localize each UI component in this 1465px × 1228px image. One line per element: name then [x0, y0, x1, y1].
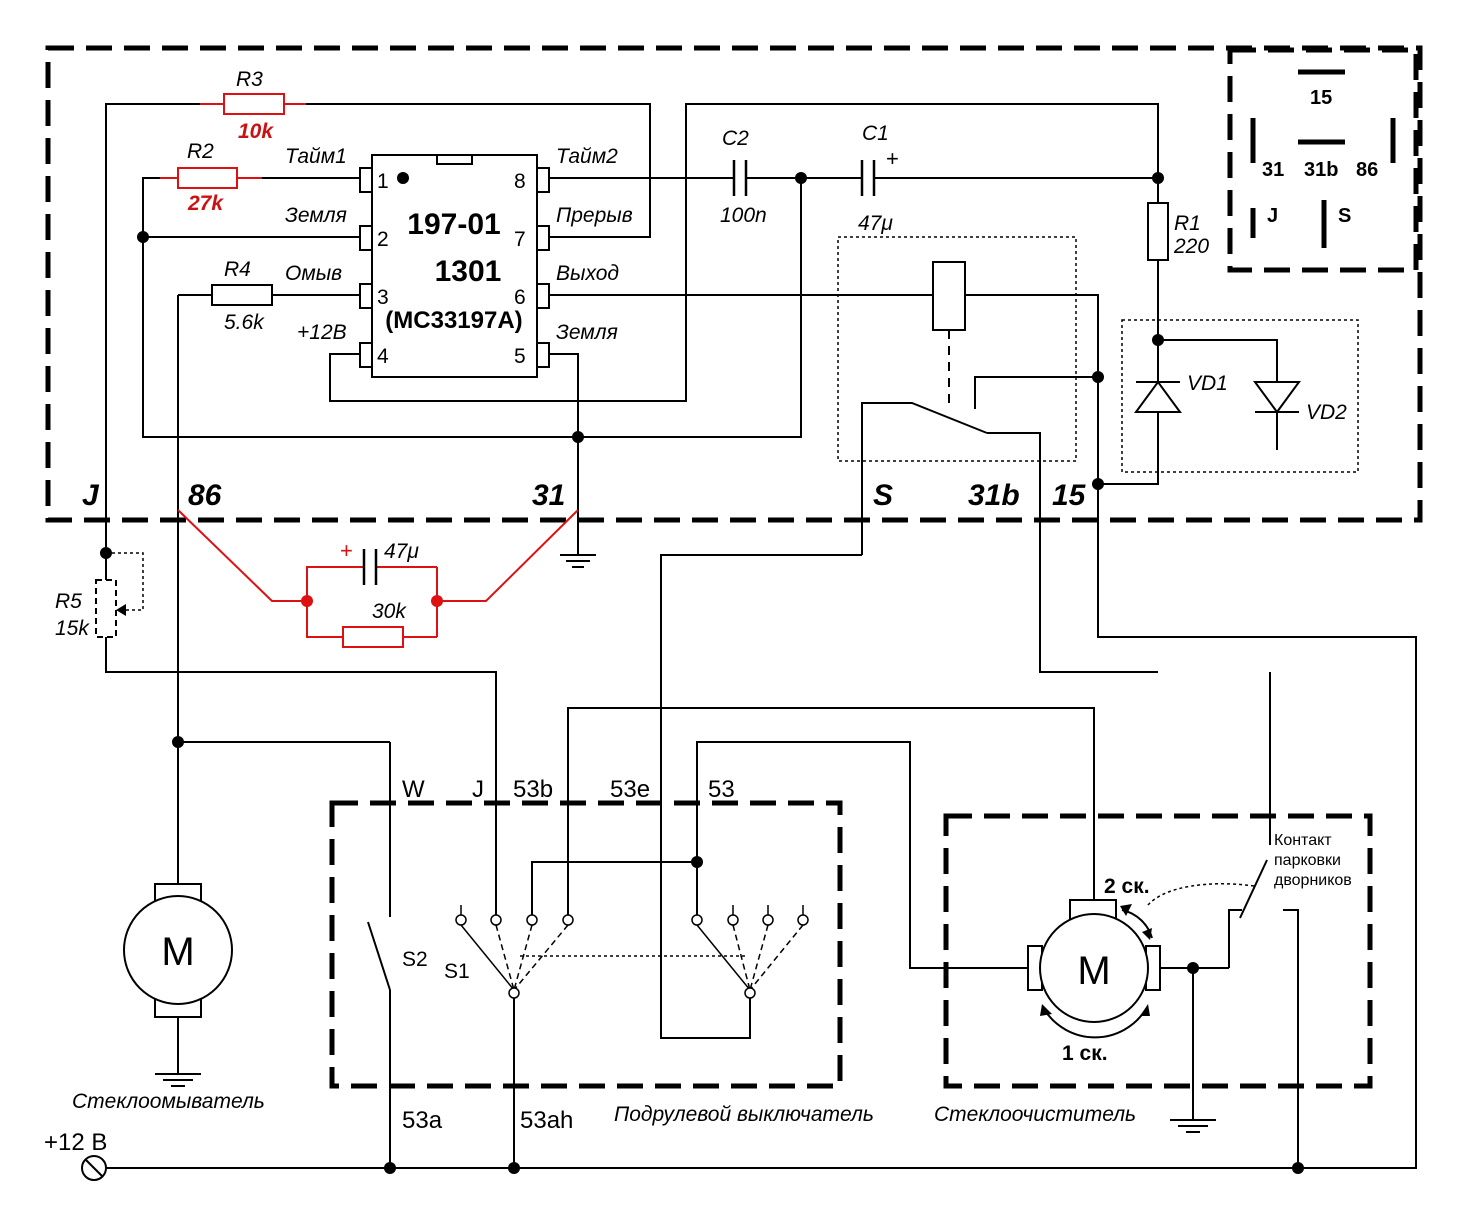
- pinout-j-label: J: [1267, 205, 1278, 227]
- pin6-label: Выход: [556, 262, 619, 285]
- pin5-number: 5: [514, 345, 526, 368]
- ic-part-code: 1301: [435, 255, 502, 288]
- resistor-r3: [223, 93, 285, 115]
- pin7-label: Прерыв: [556, 204, 633, 227]
- pin7-number: 7: [514, 228, 526, 251]
- pin1-marker-icon: [397, 172, 409, 184]
- pinout-31b-label: 31b: [1304, 159, 1338, 181]
- switch-53e-label: 53e: [610, 776, 650, 803]
- resistor-r4: [211, 284, 273, 306]
- wiper-speed2-label: 2 ск.: [1104, 875, 1150, 898]
- terminal-s-label: S: [873, 479, 893, 512]
- switch-53ah-label: 53ah: [520, 1107, 573, 1134]
- resistor-r1: [1147, 202, 1169, 261]
- washer-caption: Стеклоомыватель: [72, 1090, 265, 1113]
- pinout-15-label: 15: [1310, 87, 1332, 109]
- pin8-number: 8: [514, 170, 526, 193]
- pin4-label: +12В: [297, 321, 347, 344]
- ext-cap-value: 47μ: [384, 540, 419, 563]
- terminal-j-label: J: [82, 479, 100, 512]
- switch-j-label: J: [472, 776, 484, 803]
- capacitor-c1: [860, 160, 876, 196]
- supply-rail: [81, 1155, 1304, 1181]
- pin5-label: Земля: [556, 321, 618, 344]
- diode-vd1: [1134, 380, 1182, 413]
- r4-value: 5.6k: [224, 311, 265, 334]
- park-contact-line2: парковки: [1274, 852, 1341, 869]
- c1-value: 47μ: [858, 212, 893, 235]
- park-contact-line1: Контакт: [1274, 832, 1332, 849]
- diode-vd2: [1253, 381, 1301, 414]
- pinout-86-label: 86: [1356, 159, 1378, 181]
- pin3-number: 3: [377, 286, 389, 309]
- c1-name: C1: [862, 122, 889, 145]
- pinout-diagram: 15 31 31b 86 J S: [1250, 69, 1396, 248]
- pin1-number: 1: [377, 170, 389, 193]
- c2-value: 100n: [720, 204, 767, 227]
- terminal-31-label: 31: [532, 479, 565, 512]
- ground-symbol-31: [560, 554, 596, 568]
- r1-name: R1: [1174, 212, 1201, 235]
- washer-motor-letter: M: [161, 930, 194, 974]
- park-contact-line3: дворников: [1274, 872, 1352, 889]
- wiper-motor-letter: M: [1077, 949, 1110, 993]
- capacitor-c2: [732, 160, 748, 196]
- c1-plus: +: [886, 146, 899, 171]
- module-wiring: [105, 103, 1417, 1169]
- wiper-motor-outline: [943, 813, 1373, 1089]
- diode-box: [1121, 319, 1359, 473]
- steering-switch-outline: [329, 800, 843, 1089]
- external-rc-network: [177, 509, 579, 648]
- ext-res-value: 30k: [372, 600, 407, 623]
- pin2-number: 2: [377, 228, 389, 251]
- terminal-86-label: 86: [188, 479, 222, 512]
- vd2-label: VD2: [1306, 401, 1347, 424]
- pin3-label: Омыв: [285, 262, 342, 285]
- pinout-s-label: S: [1338, 205, 1351, 227]
- r2-name: R2: [187, 140, 214, 163]
- switch-53b-label: 53b: [513, 776, 553, 803]
- ext-cap-plus: +: [340, 538, 353, 563]
- wiper-motor: [1027, 672, 1299, 1168]
- pinout-31-label: 31: [1262, 159, 1284, 181]
- switch-s1-label: S1: [444, 960, 470, 983]
- switch-caption: Подрулевой выключатель: [614, 1103, 874, 1126]
- r2-value: 27k: [187, 192, 224, 215]
- potentiometer-r5: [95, 552, 497, 917]
- pin8-label: Тайм2: [556, 145, 618, 168]
- r3-name: R3: [236, 68, 263, 91]
- resistor-r2: [177, 167, 238, 189]
- switch-53-label: 53: [708, 776, 735, 803]
- pinout-outline: [1227, 47, 1419, 273]
- r4-name: R4: [224, 258, 251, 281]
- relay-module-outline: [45, 45, 1423, 523]
- relay-coil: [932, 261, 966, 331]
- pin6-number: 6: [514, 286, 526, 309]
- pin1-label: Тайм1: [285, 145, 347, 168]
- switch-s2-label: S2: [402, 948, 428, 971]
- terminal-15-label: 15: [1052, 479, 1087, 512]
- terminal-31b-label: 31b: [968, 479, 1020, 512]
- r5-value: 15k: [55, 617, 90, 640]
- washer-motor: [123, 736, 390, 1087]
- steering-switch-wiring: [367, 554, 1095, 1168]
- wiper-speed1-label: 1 ск.: [1062, 1042, 1108, 1065]
- wiper-caption: Стеклоочиститель: [934, 1103, 1136, 1126]
- relay-coil-box: [837, 236, 1077, 462]
- pin4-number: 4: [377, 345, 389, 368]
- switch-w-label: W: [402, 776, 425, 803]
- ic-chip: 197-01 1301 (MC33197A) 1 2 3 4 8 7 6 5 Т…: [285, 145, 633, 378]
- vd1-label: VD1: [1187, 372, 1228, 395]
- supply-label: +12 В: [44, 1129, 107, 1156]
- ic-part-alias: (MC33197A): [385, 307, 522, 334]
- c2-name: C2: [722, 127, 749, 150]
- r3-value: 10k: [238, 120, 274, 143]
- ic-part-number: 197-01: [407, 208, 500, 241]
- r5-name: R5: [55, 590, 82, 613]
- switch-53a-label: 53a: [402, 1107, 443, 1134]
- r1-value: 220: [1173, 235, 1209, 258]
- pin2-label: Земля: [285, 204, 347, 227]
